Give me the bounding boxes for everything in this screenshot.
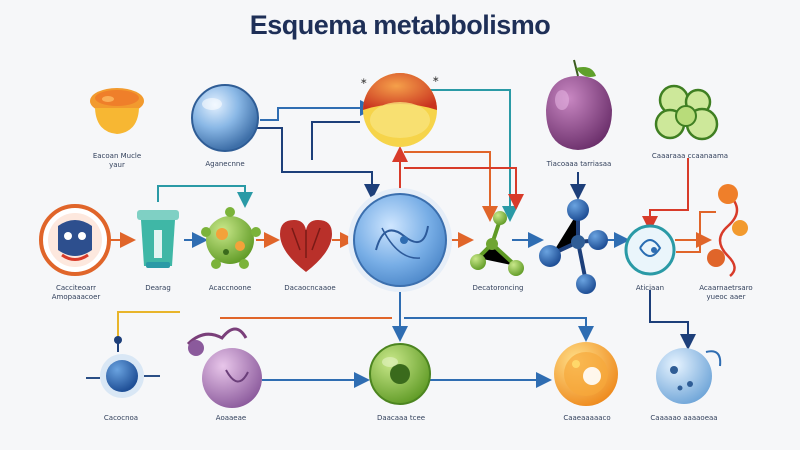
green-cell-icon [369,343,431,405]
label-orange-molecule: Acaarnaetrsaro yueoc aaer [699,284,753,301]
label-green-cell: Daacaaa tcee [376,414,426,422]
label-blue-cell: Caaaaao aaaaoeaa [650,414,718,422]
label-purple-blob: Aoaaeae [215,414,247,422]
face-circle-icon [39,204,111,276]
label-blue-dot: Cacocnoa [103,414,139,422]
svg-text:∗: ∗ [432,75,440,85]
blue-sphere-icon [191,84,259,152]
blue-dot-icon [86,336,160,398]
right-ring-icon [624,224,676,276]
purple-plum-icon [546,59,612,150]
label-face-circle: Cacciteoarr Amopaaacoer [51,284,101,301]
label-beaker: Dearag [145,284,171,292]
label-purple-plum: Tiacoaaa tarriasaa [546,160,612,168]
orange-cell-icon [554,342,618,406]
green-cells-icon [654,84,719,141]
purple-blob-icon [186,327,262,408]
blue-cell-icon [656,348,722,404]
label-orange-cell: Caaeaaaaaco [563,414,611,422]
label-blue-sphere: Aganecnne [205,160,245,168]
orange-bell-icon [90,88,144,134]
svg-text:∗: ∗ [360,77,368,87]
label-green-cells: Caaaraaa ccaanaama [651,152,729,160]
label-orange-bell: Eacoan Mucle yaur [92,152,142,169]
heart-icon [280,220,332,272]
central-cell-icon [348,188,452,292]
connector-lines [110,89,716,388]
beaker-icon [137,210,179,268]
diagram-title: Esquema metabbolismo [249,10,551,40]
red-yellow-sphere-icon: ∗ ∗ [360,73,440,147]
label-dumbbell: Decatoroncing [472,284,524,292]
green-virus-icon [201,207,261,269]
green-molecule-icon [470,211,524,276]
orange-molecule-icon [707,184,748,277]
label-green-virus: Acaccnoone [208,284,252,292]
navy-molecule-icon [539,199,608,294]
label-heart: Dacaocncaaoe [284,284,336,292]
label-right-ring: Aticiaan [635,284,665,292]
